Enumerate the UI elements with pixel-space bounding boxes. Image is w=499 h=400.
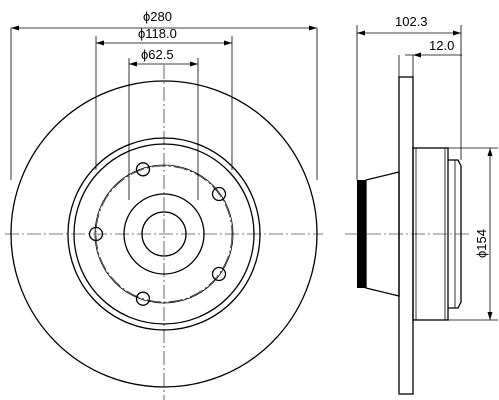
dimension-overall-width: 102.3 bbox=[356, 14, 462, 180]
bolt-hole bbox=[88, 226, 104, 242]
dimension-disc-thickness: 12.0 bbox=[398, 38, 462, 77]
dimension-center-bore-diameter: ϕ62.5 bbox=[128, 47, 199, 200]
center-bore-outer bbox=[123, 193, 205, 275]
center-bore bbox=[141, 211, 187, 257]
overall-width-label: 102.3 bbox=[395, 14, 428, 29]
outer-diameter-label: ϕ280 bbox=[143, 9, 172, 24]
hub-cap bbox=[448, 159, 462, 309]
hub-diameter-label: ϕ154 bbox=[474, 229, 489, 258]
bolt-hole bbox=[211, 266, 227, 282]
hub-inner-ring bbox=[73, 143, 255, 325]
bolt-hole bbox=[135, 291, 151, 306]
hub-face-ring bbox=[94, 164, 234, 304]
bolt-circle-diameter-label: ϕ118.0 bbox=[138, 26, 177, 41]
bolt-hole bbox=[135, 162, 151, 177]
center-bore-diameter-label: ϕ62.5 bbox=[141, 47, 174, 62]
bolt-holes bbox=[88, 162, 227, 306]
flange-band bbox=[357, 180, 366, 288]
bolt-hole bbox=[211, 186, 227, 202]
disc-section bbox=[398, 76, 414, 395]
dimension-hub-diameter: ϕ154 bbox=[448, 147, 498, 321]
disc-outer-edge bbox=[10, 80, 318, 388]
dimension-outer-diameter: ϕ280 bbox=[10, 9, 318, 180]
front-view: ϕ280 ϕ118.0 ϕ62.5 bbox=[5, 9, 323, 400]
hub-body bbox=[412, 147, 449, 321]
bolt-circle bbox=[95, 165, 233, 303]
hub-outer-ring bbox=[67, 137, 261, 331]
disc-thickness-label: 12.0 bbox=[429, 38, 454, 53]
dimension-bolt-circle-diameter: ϕ118.0 bbox=[95, 26, 233, 170]
side-view: 102.3 12.0 ϕ154 bbox=[345, 14, 498, 395]
